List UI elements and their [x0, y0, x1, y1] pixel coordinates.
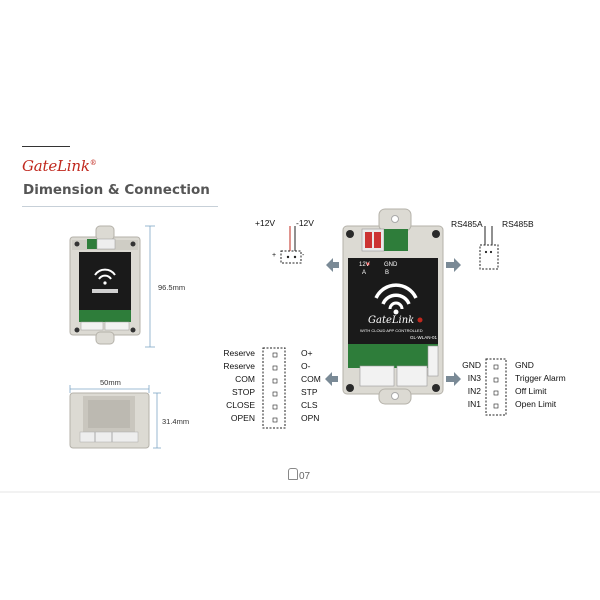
input-func-off-limit: Off Limit: [515, 386, 547, 396]
input-func-open-limit: Open Limit: [515, 399, 557, 409]
input-func-gnd: GND: [515, 360, 534, 370]
power-positive-label: +12V: [255, 218, 276, 228]
device-label-gnd: GND: [384, 262, 398, 268]
relay-func-stop: STOP: [232, 387, 255, 397]
width-dimension-line: [69, 385, 150, 393]
power-minus-sign: -: [302, 252, 305, 259]
input-pin-in2: IN2: [467, 386, 481, 396]
height-dimension-line: [145, 225, 155, 348]
relay-pin-opn: OPN: [301, 413, 320, 423]
brand-rule: [22, 146, 70, 147]
relay-func-com: COM: [235, 374, 255, 384]
rs485-arrow: [446, 258, 461, 272]
input-func-trigger-alarm: Trigger Alarm: [515, 373, 566, 383]
width-dimension: 50mm: [100, 378, 121, 387]
small-device-side: [69, 392, 150, 449]
rs485-wires: [479, 226, 499, 270]
relay-func-close: CLOSE: [226, 400, 255, 410]
device-label-12v: 12V: [359, 262, 370, 268]
input-connector: [485, 358, 507, 416]
relay-pin-cls: CLS: [301, 400, 318, 410]
height-dimension: 96.5mm: [158, 283, 186, 292]
small-device-front: [69, 225, 141, 345]
relay-func-reserve-2: Reserve: [223, 361, 255, 371]
page-tab-icon: [288, 468, 298, 480]
depth-dimension-line: [153, 392, 161, 449]
device-label-a: A: [362, 270, 367, 276]
relay-pin-o-minus: O-: [301, 361, 311, 371]
power-arrow: [326, 258, 339, 272]
depth-dimension: 31.4mm: [162, 417, 190, 426]
rs485b-label: RS485B: [502, 219, 534, 229]
device-model: GL-WLAN-01: [410, 335, 438, 340]
relay-arrow: [325, 372, 338, 386]
relay-connector: [262, 347, 286, 429]
section-title: Dimension & Connection: [23, 182, 210, 198]
power-wires: [280, 226, 302, 264]
rs485a-label: RS485A: [451, 219, 483, 229]
input-pin-gnd-left: GND: [462, 360, 481, 370]
relay-pin-stp: STP: [301, 387, 318, 397]
relay-func-reserve-1: Reserve: [223, 348, 255, 358]
power-negative-label: -12V: [296, 218, 314, 228]
relay-pin-o-plus: O+: [301, 348, 313, 358]
device-label-b: B: [385, 270, 390, 276]
main-device: [342, 208, 444, 405]
connection-arrows: [325, 258, 461, 386]
device-tagline: WITH CLOUD APP CONTROLLED: [360, 328, 423, 333]
brand-logo: GateLink®: [22, 157, 97, 175]
device-logo: GateLink: [368, 315, 415, 326]
input-pin-in3: IN3: [467, 373, 481, 383]
relay-func-open: OPEN: [230, 413, 255, 423]
page-number: 07: [288, 468, 310, 482]
relay-pin-com: COM: [301, 374, 321, 384]
input-arrow: [446, 372, 461, 386]
power-plus-sign: +: [272, 252, 277, 259]
title-divider: [22, 206, 218, 207]
input-pin-in1: IN1: [467, 399, 481, 409]
